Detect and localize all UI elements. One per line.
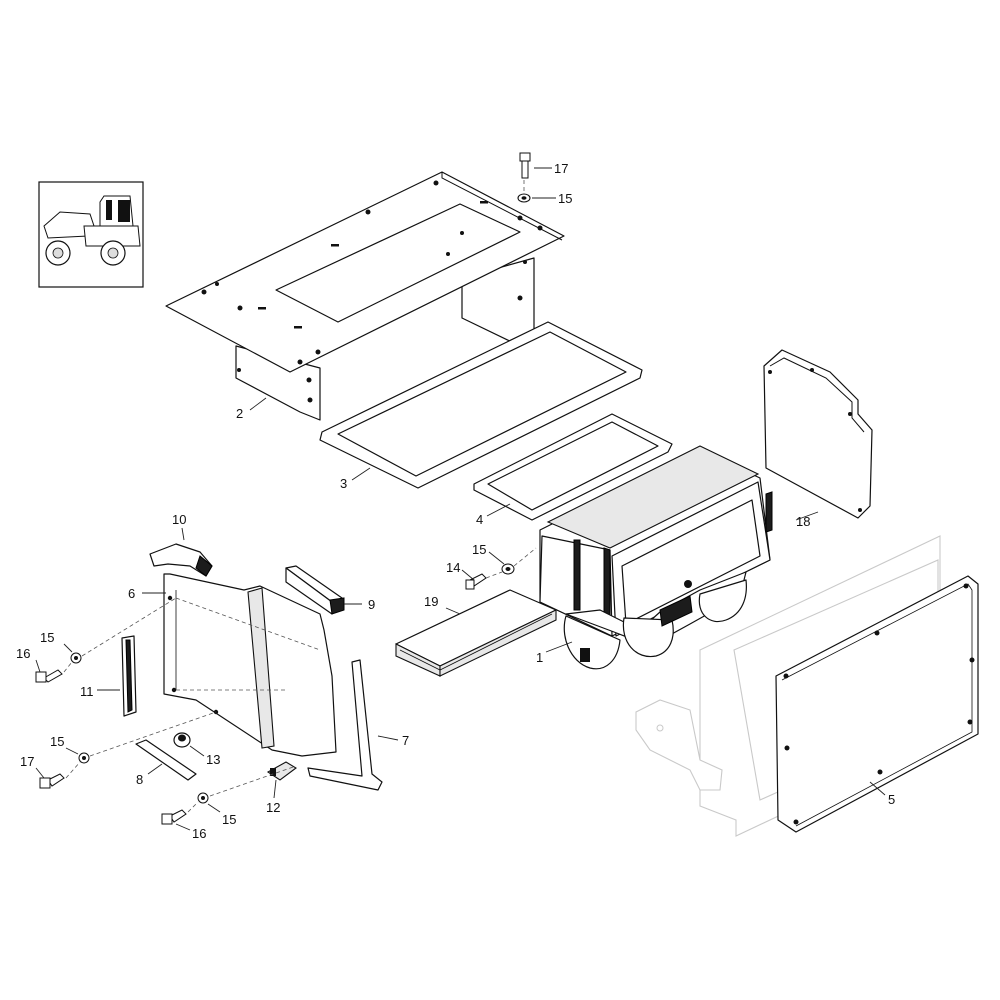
callout-9: 9 bbox=[368, 597, 375, 612]
part-7-angle-seal bbox=[307, 659, 383, 791]
callout-16-left: 16 bbox=[16, 646, 30, 661]
part-11-strip bbox=[121, 635, 137, 717]
part-1-heater-unit bbox=[539, 445, 773, 670]
callout-8: 8 bbox=[136, 772, 143, 787]
callout-11: 11 bbox=[80, 684, 94, 699]
part-6-cover-panel-left bbox=[163, 573, 337, 757]
part-15-washer-left-upper bbox=[70, 652, 82, 664]
part-3-gasket-large bbox=[319, 321, 643, 489]
callout-6: 6 bbox=[128, 586, 135, 601]
callout-15-mid: 15 bbox=[472, 542, 486, 557]
assembly-lines bbox=[63, 180, 537, 813]
callout-10: 10 bbox=[172, 512, 186, 527]
callout-17-left: 17 bbox=[20, 754, 34, 769]
part-15-washer-bottom bbox=[197, 792, 209, 804]
callout-18: 18 bbox=[796, 514, 810, 529]
callout-19: 19 bbox=[424, 594, 438, 609]
part-10-duct-elbow bbox=[149, 543, 213, 577]
callout-7: 7 bbox=[402, 733, 409, 748]
callout-2: 2 bbox=[236, 406, 243, 421]
part-17-bolt-left bbox=[39, 773, 65, 789]
part-15-washer-left-lower bbox=[78, 752, 90, 764]
part-5-cover-panel bbox=[635, 535, 979, 837]
part-15-washer-top bbox=[517, 193, 531, 203]
part-16-bolt-bottom bbox=[161, 809, 187, 825]
part-4-gasket-small bbox=[473, 413, 673, 521]
part-8-strip bbox=[135, 739, 197, 781]
callout-17-top: 17 bbox=[554, 161, 568, 176]
callout-1: 1 bbox=[536, 650, 543, 665]
callout-15-left-upper: 15 bbox=[40, 630, 54, 645]
part-19-filter bbox=[395, 589, 557, 677]
callout-3: 3 bbox=[340, 476, 347, 491]
callout-12: 12 bbox=[266, 800, 280, 815]
callout-13: 13 bbox=[206, 752, 220, 767]
callout-5: 5 bbox=[888, 792, 895, 807]
leader-lines bbox=[35, 167, 886, 831]
part-13-grommet bbox=[173, 732, 191, 748]
callout-16-bottom: 16 bbox=[192, 826, 206, 841]
callout-15-left-lower: 15 bbox=[50, 734, 64, 749]
callout-14: 14 bbox=[446, 560, 460, 575]
callout-4: 4 bbox=[476, 512, 483, 527]
part-16-bolt-left bbox=[35, 669, 63, 683]
part-17-bolt-top bbox=[519, 152, 531, 179]
part-9-seal-strip bbox=[285, 565, 345, 615]
callout-15-bottom: 15 bbox=[222, 812, 236, 827]
vehicle-locator-thumbnail bbox=[38, 181, 144, 288]
callout-labels: 1 2 3 4 5 6 7 8 9 10 11 12 13 14 15 15 1… bbox=[16, 161, 895, 841]
part-18-side-panel bbox=[763, 349, 873, 519]
callout-15-top: 15 bbox=[558, 191, 572, 206]
part-2-mounting-plate bbox=[165, 171, 565, 421]
part-12-clip bbox=[266, 761, 297, 781]
part-15-washer-mid bbox=[501, 563, 515, 575]
